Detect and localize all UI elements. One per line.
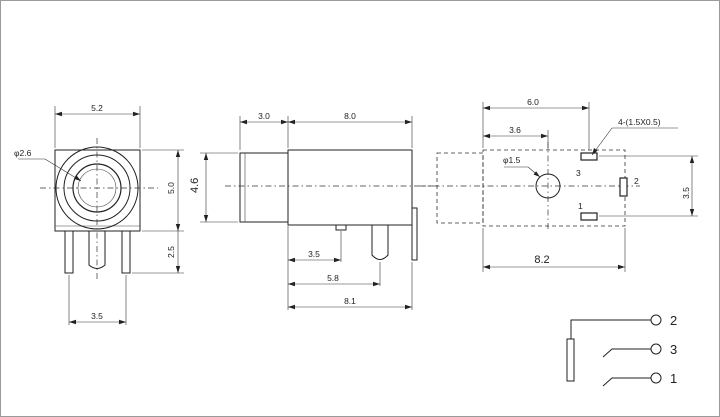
- pad-label-2: 2: [634, 176, 639, 186]
- side-round-pin: [371, 225, 389, 260]
- side-pin-offset-1-dim: 3.5: [308, 249, 320, 259]
- front-body-outline: [54, 149, 141, 232]
- front-pin-left: [64, 230, 74, 274]
- front-pin-center: [88, 231, 106, 269]
- side-view: 3.0 8.0 4.6 3.5 5.8 8.1: [189, 111, 438, 310]
- side-pin-offset-2-dim: 5.8: [327, 273, 339, 283]
- footprint-outer-span-dim: 6.0: [527, 97, 539, 107]
- footprint-center-span-dim: 3.6: [509, 125, 521, 135]
- front-view: 5.2 φ2.6 5.0 2.5 3.5: [14, 103, 184, 325]
- footprint-body-outline: [482, 149, 626, 227]
- side-body-outline: [287, 149, 413, 226]
- pad-label-3: 3: [576, 168, 581, 178]
- footprint-pad-size-dim: 4-(1.5X0.5): [618, 117, 661, 127]
- pad-1: [580, 212, 598, 221]
- footprint-hole-dim: φ1.5: [503, 155, 521, 165]
- front-pin-length-dim: 2.5: [166, 246, 176, 258]
- pad-label-1: 1: [578, 201, 583, 211]
- schematic-wire-2: [570, 319, 651, 339]
- terminal-1-circle: [650, 372, 662, 384]
- pad-2: [619, 177, 628, 197]
- front-pin-right: [121, 230, 131, 274]
- front-hole-dim: φ2.6: [14, 148, 32, 158]
- footprint-nose-outline: [436, 152, 484, 224]
- terminal-3-circle: [650, 343, 662, 355]
- pad-3: [580, 152, 598, 161]
- side-tail-pin: [411, 207, 418, 261]
- footprint-total-length-dim: 8.2: [534, 254, 549, 266]
- side-pin-stub: [335, 224, 347, 231]
- front-height-dim: 5.0: [166, 182, 176, 194]
- footprint-hole: [535, 173, 561, 199]
- schematic-symbol: 2 3 1: [566, 313, 677, 387]
- side-body-length-dim: 8.0: [344, 111, 356, 121]
- pcb-footprint-view: 3 2 1 6.0 3.6 4-(1.5X0.5) φ1.5 3.5: [420, 97, 698, 272]
- terminal-label-2: 2: [670, 313, 677, 328]
- side-nose-length-dim: 3.0: [258, 111, 270, 121]
- front-width-dim: 5.2: [91, 103, 103, 113]
- schematic-wire-3: [602, 348, 651, 358]
- terminal-label-1: 1: [670, 371, 677, 386]
- side-pin-offset-3-dim: 8.1: [344, 296, 356, 306]
- terminal-label-3: 3: [670, 342, 677, 357]
- footprint-y-span-dim: 3.5: [681, 187, 691, 199]
- front-pin-pitch-dim: 3.5: [91, 311, 103, 321]
- schematic-wire-1: [602, 377, 651, 387]
- terminal-2-circle: [650, 314, 662, 326]
- side-height-dim: 4.6: [189, 178, 201, 193]
